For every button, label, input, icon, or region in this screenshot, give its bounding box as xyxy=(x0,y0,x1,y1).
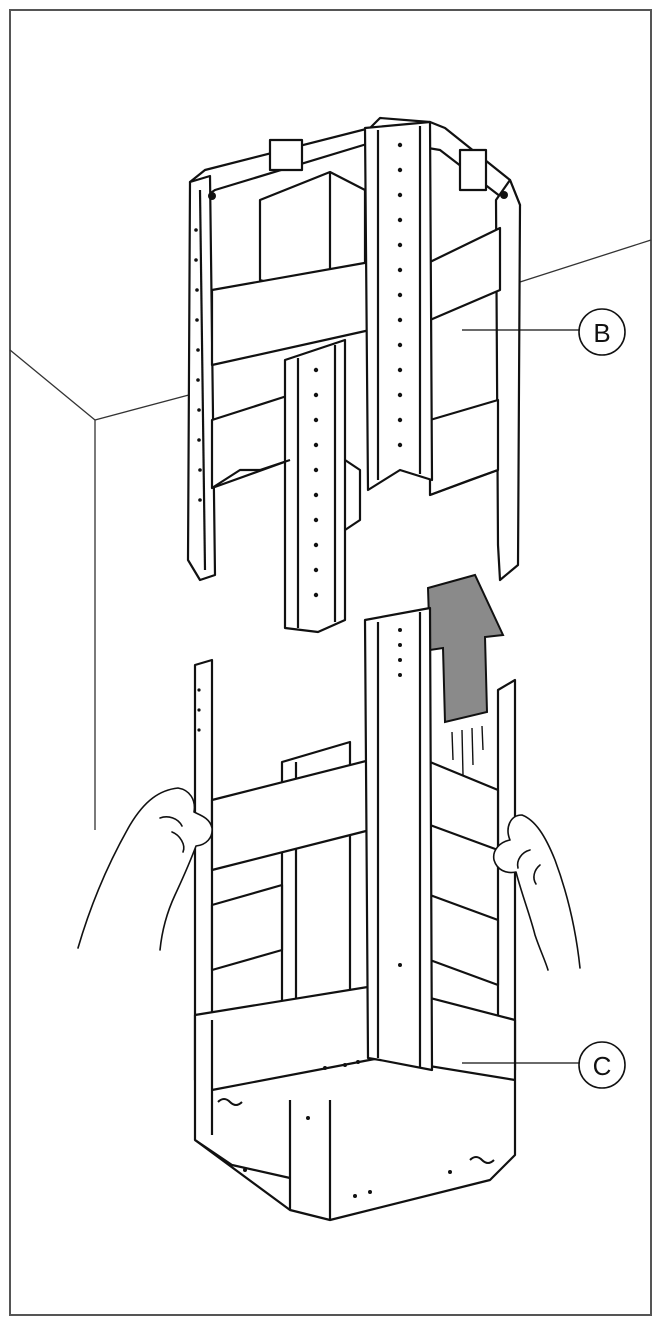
slot-clips xyxy=(217,1098,495,1164)
upper-frame xyxy=(186,116,522,634)
callout-c: C xyxy=(462,1041,626,1089)
upward-arrow-icon xyxy=(426,573,505,776)
lower-hole-pattern xyxy=(197,628,452,1198)
callout-b-label: B xyxy=(593,318,610,348)
right-hand-icon xyxy=(492,814,581,971)
lower-frame xyxy=(193,606,517,1222)
upper-hole-pattern xyxy=(194,142,508,598)
callout-c-label: C xyxy=(593,1051,612,1081)
left-hand-icon xyxy=(77,787,213,951)
callout-b: B xyxy=(462,308,626,356)
page-border xyxy=(9,9,652,1316)
wall-corner xyxy=(9,239,652,830)
